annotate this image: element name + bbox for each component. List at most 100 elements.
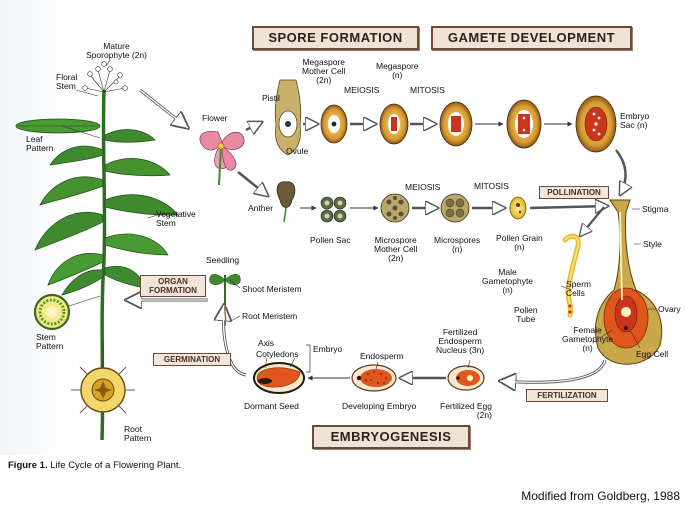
microspores-line-2: (n) [451,244,463,254]
vegetative-stem-label: Vegetative Stem [156,210,196,228]
stigma-label: Stigma [642,204,669,214]
meiosis-label-middle: MEIOSIS [405,182,441,192]
megaspore-mother-cell-label: Megaspore Mother Cell (2n) [302,58,345,85]
figure-title: Life Cycle of a Flowering Plant. [50,460,182,471]
figure-caption: Figure 1. Life Cycle of a Flowering Plan… [8,460,181,471]
male-gametophyte-line-1: Male [498,267,517,277]
pollen-series [276,181,608,223]
pollination-tag: POLLINATION [539,186,609,199]
fertilization-tag: FERTILIZATION [526,389,608,402]
fertilized-egg-label: Fertilized Egg (2n) [440,402,492,420]
organ-formation-line-2: FORMATION [149,286,197,295]
anther-label: Anther [248,203,274,213]
fertilized-egg-line-2: (2n) [476,410,492,420]
figure-number: Figure 1. [8,460,48,471]
pollen-tube-line-1: Pollen [514,305,538,315]
female-gametophyte-line-2: Gametophyte [562,334,614,344]
endosperm-label: Endosperm [360,351,404,361]
male-gametophyte-label: Male Gametophyte (n) [482,268,533,295]
embryo-development [253,344,485,394]
microspore-mother-cell-label: Microspore Mother Cell (2n) [374,236,417,263]
microspore-mother-line-1: Microspore [374,235,417,245]
floral-stem-line-2: Stem [56,81,76,91]
pollen-tube-label: Pollen Tube [514,306,538,324]
fertilized-endosperm-line-3: Nucleus (3n) [436,345,485,355]
embryo-label: Embryo [313,344,343,354]
megaspore-mother-line-3: (2n) [316,75,332,85]
megaspore-line-1: Megaspore [376,61,419,71]
ovule-series [274,79,617,156]
mature-sporophyte-line-1: Mature [103,41,130,51]
dormant-seed-label: Dormant Seed [244,401,299,411]
ovary-label: Ovary [658,304,681,314]
sperm-cells-line-1: Sperm [566,279,592,289]
mitosis-label-middle: MITOSIS [474,181,509,191]
male-gametophyte-line-2: Gametophyte [482,276,534,286]
pollen-tube-line-2: Tube [516,314,536,324]
root-pattern [71,340,135,422]
mature-plant [34,59,179,441]
embryo-sac-line-2: Sac (n) [620,120,648,130]
fertilized-endosperm-line-1: Fertilized [442,327,478,337]
organ-formation-line-1: ORGAN [158,277,188,286]
female-gametophyte-label: Female Gametophyte (n) [562,326,613,353]
pollen-grain-line-2: (n) [514,242,525,252]
microspore-mother-line-3: (2n) [388,253,404,263]
female-gametophyte-line-3: (n) [582,343,593,353]
megaspore-mother-line-1: Megaspore [302,57,345,67]
pistil-with-pollen-tube [560,199,663,365]
root-meristem-label: Root Meristem [242,311,298,321]
floral-stem-label: Floral Stem [56,73,77,91]
pollen-sac-label: Pollen Sac [310,235,351,245]
spore-formation-header: SPORE FORMATION [252,26,419,50]
megaspore-mother-line-2: Mother Cell [302,66,346,76]
mature-sporophyte-line-2: Sporophyte (2n) [86,50,147,60]
gamete-development-header: GAMETE DEVELOPMENT [431,26,632,50]
pistil-label: Pistil [262,93,280,103]
vegetative-stem-line-2: Stem [156,218,176,228]
microspores-line-1: Microspores [434,235,481,245]
flower-label: Flower [202,113,228,123]
pollen-grain-line-1: Pollen Grain [496,233,543,243]
microspore-mother-line-2: Mother Cell [374,244,418,254]
stem-pattern-label: Stem Pattern [36,333,63,351]
stem-pattern-line-2: Pattern [36,341,64,351]
leaf-pattern-line-2: Pattern [26,143,54,153]
megaspore-line-2: (n) [392,70,403,80]
egg-cell-label: Egg Cell [636,349,669,359]
sperm-cells-label: Sperm Cells [566,280,591,298]
leaf-pattern-label: Leaf Pattern [26,135,53,153]
root-pattern-line-2: Pattern [124,433,152,443]
fertilized-egg-line-1: Fertilized Egg [440,401,492,411]
seedling-label: Seedling [206,255,240,265]
axis-label: Axis [258,338,275,348]
ovule-label: Ovule [286,146,309,156]
embryo-sac-label: Embryo Sac (n) [620,112,649,130]
sperm-cells-line-2: Cells [566,288,585,298]
pollen-grain-label: Pollen Grain (n) [496,234,543,252]
mature-sporophyte-label: Mature Sporophyte (2n) [86,42,147,60]
shoot-meristem-label: Shoot Meristem [242,284,302,294]
embryogenesis-header: EMBRYOGENESIS [312,425,470,449]
leaf-pattern-line-1: Leaf [26,134,43,144]
root-pattern-line-1: Root [124,424,142,434]
developing-embryo-label: Developing Embryo [342,401,417,411]
style-label: Style [643,239,662,249]
seedling-illustration [209,274,241,327]
male-gametophyte-line-3: (n) [502,285,513,295]
source-credit: Modified from Goldberg, 1988 [521,489,680,503]
flower-illustration [199,130,245,186]
organ-formation-tag: ORGAN FORMATION [140,275,206,297]
vegetative-stem-line-1: Vegetative [156,209,196,219]
microspores-label: Microspores (n) [434,236,480,254]
fertilized-endosperm-line-2: Endosperm [438,336,482,346]
embryo-sac-line-1: Embryo [620,111,650,121]
female-gametophyte-line-1: Female [573,325,602,335]
stem-pattern-line-1: Stem [36,332,56,342]
leaf-pattern [15,118,101,139]
fertilized-endosperm-label: Fertilized Endosperm Nucleus (3n) [436,328,484,355]
cotyledons-label: Cotyledons [256,349,299,359]
mitosis-label-top: MITOSIS [410,85,445,95]
